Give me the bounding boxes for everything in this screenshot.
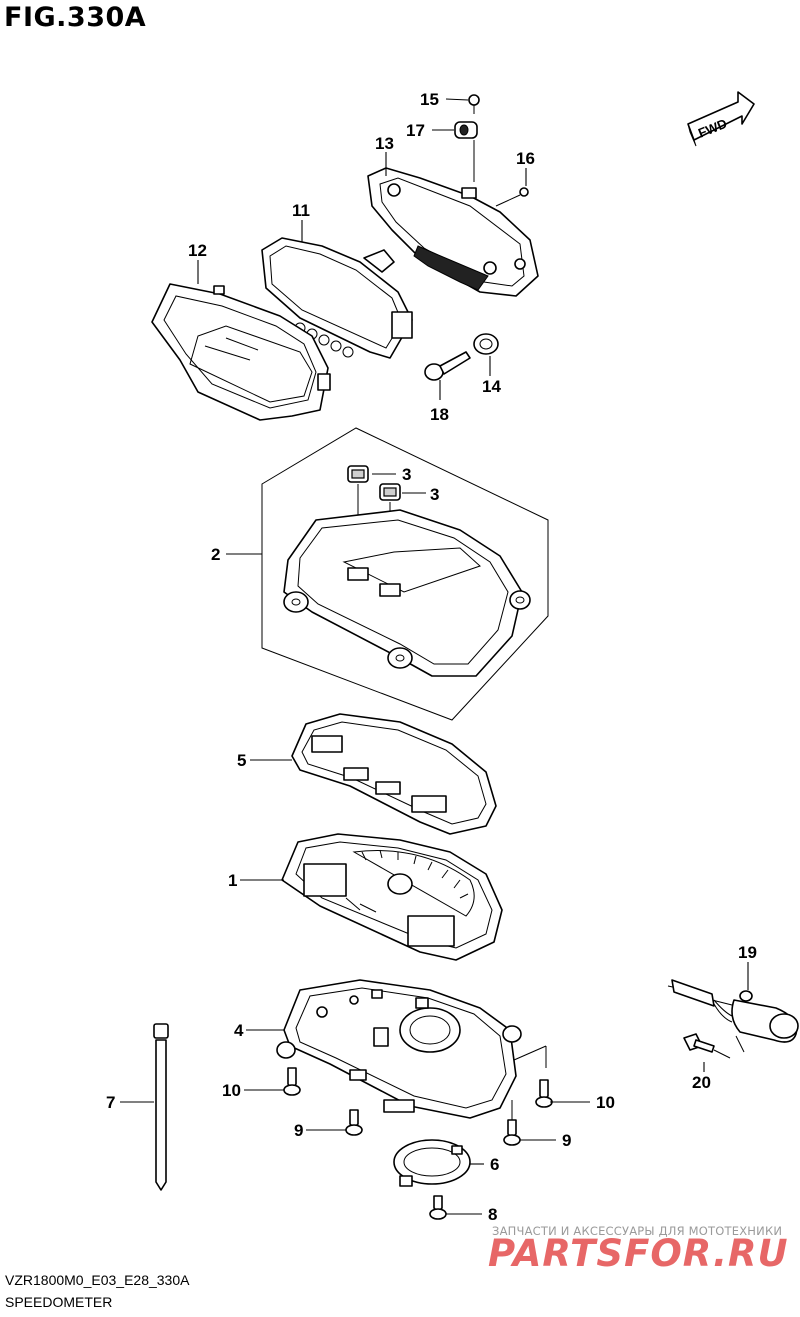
forward-direction-arrow: FWD — [687, 91, 755, 147]
callout-20: 20 — [692, 1073, 711, 1092]
callout-8: 8 — [488, 1205, 497, 1224]
callout-14: 14 — [482, 377, 501, 396]
callout-3-upper: 3 — [402, 465, 411, 484]
callout-7: 7 — [106, 1093, 115, 1112]
callout-18: 18 — [430, 405, 449, 424]
callout-6: 6 — [490, 1155, 499, 1174]
part-14-grommet — [473, 333, 499, 355]
model-code: VZR1800M0_E03_E28_330A — [5, 1272, 190, 1288]
callout-11: 11 — [292, 201, 310, 220]
part-1-meter-assembly — [281, 833, 503, 961]
part-11-meter-housing — [261, 237, 413, 359]
part-7-cable-tie — [153, 1023, 169, 1191]
part-18-bolt — [424, 351, 471, 381]
part-5-lens — [291, 713, 497, 835]
part-10-screw-left — [283, 1067, 301, 1096]
callout-17: 17 — [406, 121, 425, 140]
part-8-screw — [429, 1195, 447, 1220]
part-4-lower-case — [276, 979, 547, 1120]
section-name: SPEEDOMETER — [5, 1294, 113, 1310]
part-19-sensor — [667, 979, 799, 1053]
callout-12: 12 — [188, 241, 207, 260]
part-6-plate — [393, 1139, 471, 1187]
leader-lines — [120, 98, 749, 1215]
callout-labels: 15 17 13 16 11 12 14 18 3 3 2 5 1 19 4 2… — [106, 90, 757, 1224]
callout-10-left: 10 — [222, 1081, 241, 1100]
part-13-meter-bracket — [367, 167, 539, 297]
part-15-screw — [468, 94, 480, 114]
part-17-clamp — [454, 121, 478, 182]
callout-16: 16 — [516, 149, 535, 168]
callout-4: 4 — [234, 1021, 244, 1040]
part-2-group-frame — [261, 427, 549, 721]
callout-19: 19 — [738, 943, 757, 962]
watermark-tagline: ЗАПЧАСТИ И АКСЕССУАРЫ ДЛЯ МОТОТЕХНИКИ — [492, 1224, 783, 1238]
callout-9-right: 9 — [562, 1131, 571, 1150]
callout-10-right: 10 — [596, 1093, 615, 1112]
callout-9-left: 9 — [294, 1121, 303, 1140]
part-9-screw-left — [345, 1109, 363, 1136]
part-20-bolt — [683, 1033, 731, 1059]
callout-5: 5 — [237, 751, 246, 770]
part-9-screw-right — [503, 1119, 521, 1146]
callout-2: 2 — [211, 545, 220, 564]
callout-3-lower: 3 — [430, 485, 439, 504]
figure-title: FIG.330A — [4, 2, 147, 33]
part-16-screw — [495, 187, 529, 207]
part-2-meter-case — [283, 509, 531, 677]
part-10-screw-right — [535, 1079, 553, 1108]
part-12-meter-cover — [151, 283, 331, 421]
callout-15: 15 — [420, 90, 439, 109]
callout-1: 1 — [228, 871, 237, 890]
watermark-brand: PARTSFOR.RU — [488, 1232, 789, 1275]
callout-13: 13 — [375, 134, 394, 153]
